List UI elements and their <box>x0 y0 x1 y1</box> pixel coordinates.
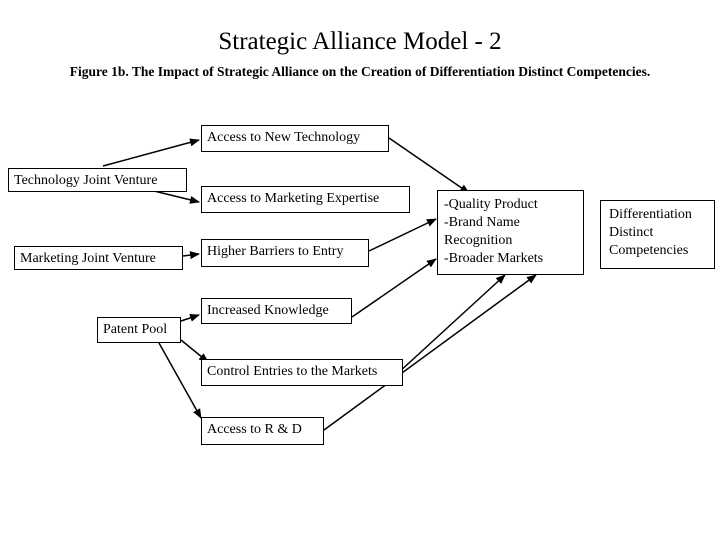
technology-joint-venture-box: Technology Joint Venture <box>8 168 187 192</box>
page-title: Strategic Alliance Model - 2 <box>218 28 502 55</box>
patent-pool-box: Patent Pool <box>97 317 181 343</box>
arrow-techjv-to-marketing-expertise <box>149 189 200 204</box>
outcome-brand-name: -Brand Name <box>444 215 520 230</box>
arrow-patentpool-to-knowledge <box>180 314 200 322</box>
arrow-marketingjv-to-barriers <box>182 251 200 260</box>
result-competencies: Competencies <box>609 243 689 258</box>
marketing-joint-venture-box: Marketing Joint Venture <box>14 246 183 270</box>
control-entries-box: Control Entries to the Markets <box>201 359 403 386</box>
access-r-and-d-label: Access to R & D <box>207 422 302 437</box>
arrow-control-entries-to-outcomes <box>397 274 506 374</box>
result-distinct: Distinct <box>609 225 654 240</box>
higher-barriers-box: Higher Barriers to Entry <box>201 239 369 267</box>
outcome-recognition: Recognition <box>444 233 513 248</box>
technology-joint-venture-label: Technology Joint Venture <box>14 173 158 188</box>
marketing-joint-venture-label: Marketing Joint Venture <box>20 251 156 266</box>
increased-knowledge-label: Increased Knowledge <box>207 303 329 318</box>
arrow-knowledge-to-outcomes <box>351 258 437 318</box>
arrow-techjv-to-newtech <box>102 138 200 167</box>
arrow-patentpool-to-rd <box>158 342 202 419</box>
differentiation-competencies-box: Differentiation Distinct Competencies <box>600 200 715 269</box>
increased-knowledge-box: Increased Knowledge <box>201 298 352 324</box>
outcomes-box: -Quality Product -Brand Name Recognition… <box>437 190 584 275</box>
figure-caption: Figure 1b. The Impact of Strategic Allia… <box>69 64 651 79</box>
arrow-rd-to-outcomes <box>323 274 537 431</box>
control-entries-label: Control Entries to the Markets <box>207 364 378 379</box>
access-new-technology-box: Access to New Technology <box>201 125 389 152</box>
access-marketing-expertise-box: Access to Marketing Expertise <box>201 186 410 213</box>
outcome-broader-markets: -Broader Markets <box>444 251 544 266</box>
arrow-barriers-to-outcomes <box>368 218 437 252</box>
patent-pool-label: Patent Pool <box>103 322 168 337</box>
access-r-and-d-box: Access to R & D <box>201 417 324 445</box>
arrow-newtech-to-outcomes <box>388 137 470 194</box>
higher-barriers-label: Higher Barriers to Entry <box>207 244 344 259</box>
access-new-technology-label: Access to New Technology <box>207 130 361 145</box>
arrow-patentpool-to-control-entries <box>180 339 209 363</box>
access-marketing-expertise-label: Access to Marketing Expertise <box>207 191 380 206</box>
outcome-quality-product: -Quality Product <box>444 197 538 212</box>
result-differentiation: Differentiation <box>609 207 692 222</box>
